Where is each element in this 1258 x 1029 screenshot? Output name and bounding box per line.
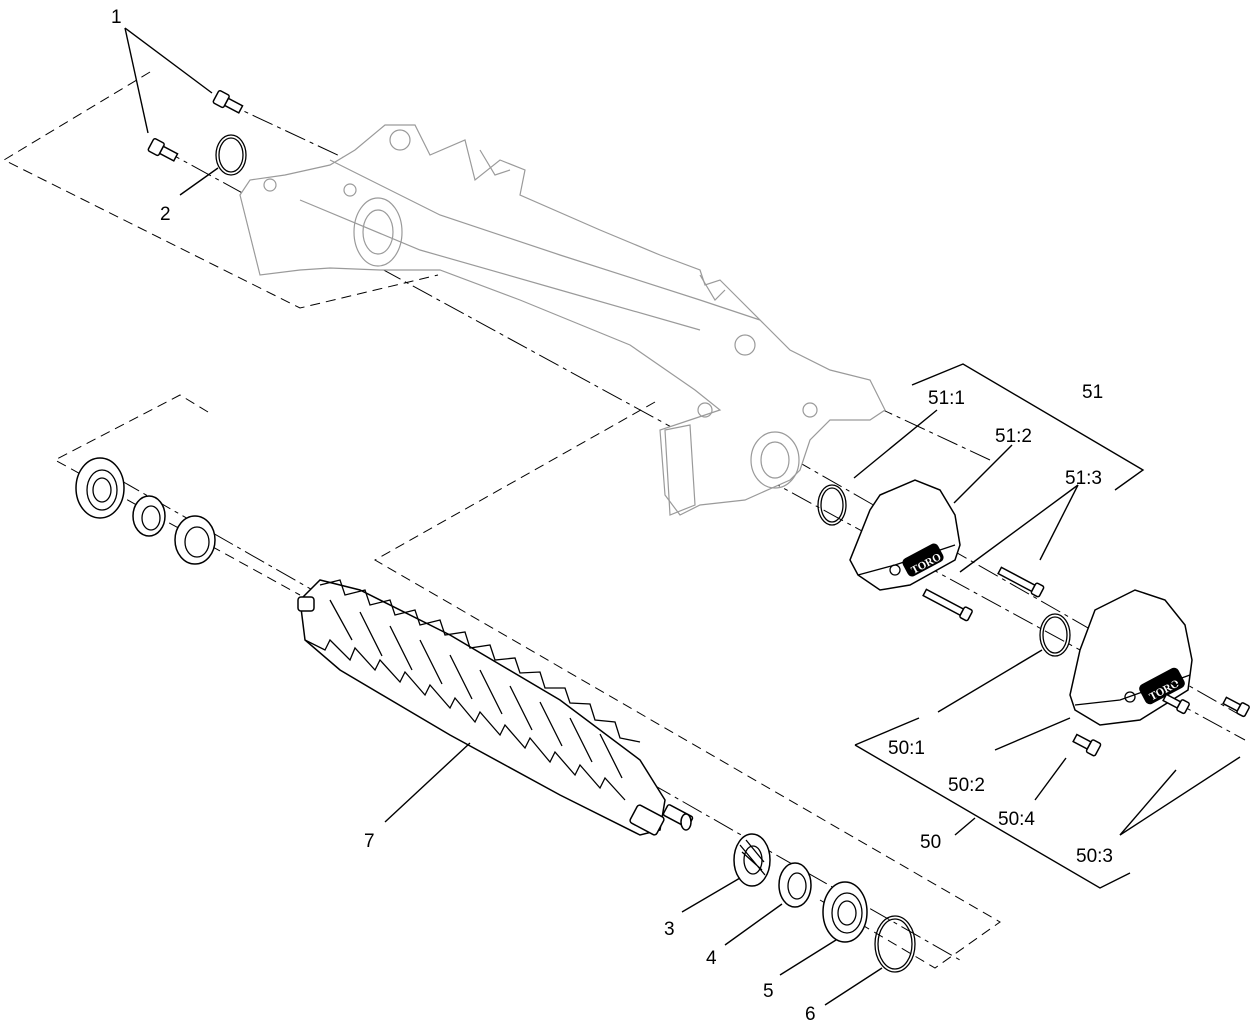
part-50-1-o-ring <box>1039 613 1071 657</box>
callout-50: 50 <box>920 832 941 853</box>
part-6-snap-ring <box>874 915 916 973</box>
callout-50-1: 50:1 <box>888 738 925 759</box>
callout-51: 51 <box>1082 382 1103 403</box>
left-bearing-stack <box>75 457 216 565</box>
part-50-3-bolts <box>1162 693 1250 718</box>
mower-frame-ghost <box>239 124 886 516</box>
part-50-4-fitting <box>1072 733 1102 757</box>
callout-51-2: 51:2 <box>995 426 1032 447</box>
callout-6: 6 <box>805 1004 816 1025</box>
callout-50-3: 50:3 <box>1076 846 1113 867</box>
callout-1: 1 <box>111 7 122 28</box>
callout-3: 3 <box>664 919 675 940</box>
part-2-o-ring <box>215 134 247 176</box>
callout-51-1: 51:1 <box>928 388 965 409</box>
leader-lines <box>124 27 1241 1006</box>
part-1-bolts <box>147 90 244 162</box>
callout-51-3: 51:3 <box>1065 468 1102 489</box>
part-4-washer <box>778 862 812 908</box>
part-51-3-bolts <box>922 566 1045 622</box>
callout-2: 2 <box>160 204 171 225</box>
part-3-thrust-bearing <box>733 833 771 887</box>
part-51-1-o-ring <box>817 484 847 526</box>
callout-50-2: 50:2 <box>948 775 985 796</box>
part-5-bearing <box>822 881 868 943</box>
callout-7: 7 <box>364 831 375 852</box>
part-51-2-bearing-cover: TORO <box>849 479 961 591</box>
assembly-brackets <box>854 363 1145 889</box>
callout-labels: 1 2 3 4 5 6 7 50 50:1 50:2 50:3 50:4 51 … <box>111 7 1113 1025</box>
callout-50-4: 50:4 <box>998 809 1035 830</box>
callout-5: 5 <box>763 981 774 1002</box>
toro-logo-upper <box>902 543 944 577</box>
part-7-roller <box>297 579 694 836</box>
callout-4: 4 <box>706 948 717 969</box>
toro-logo-lower <box>1139 667 1185 705</box>
